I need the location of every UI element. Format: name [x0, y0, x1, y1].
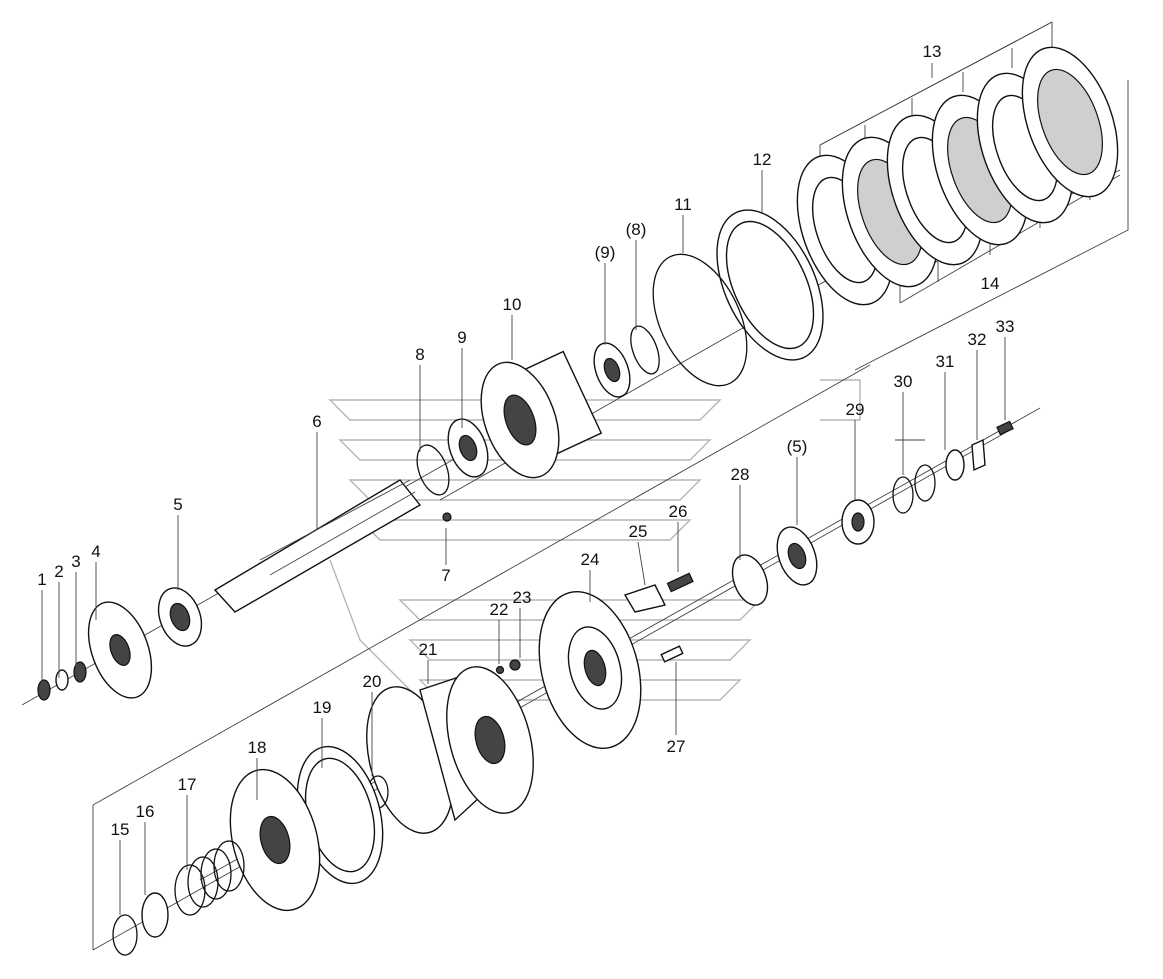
- part-33-bolt: [996, 420, 1014, 436]
- bracket-13: [819, 21, 1053, 160]
- label-13: 13: [923, 42, 942, 61]
- part-27-pin: [660, 645, 684, 663]
- part-32-lock-plate: [971, 438, 986, 472]
- part-15-snap-ring: [112, 914, 138, 956]
- label-8: 8: [415, 345, 424, 364]
- label-7: 7: [441, 566, 450, 585]
- label-18: 18: [248, 738, 267, 757]
- part-2-washer: [55, 669, 69, 691]
- part-9-bearing: [447, 418, 489, 478]
- label-4: 4: [91, 542, 100, 561]
- part-31-washer: [945, 449, 965, 481]
- part-18-piston: [229, 768, 321, 912]
- label-9b: (9): [595, 243, 616, 262]
- part-26-bolt: [666, 572, 694, 593]
- part-21-drum: [366, 666, 534, 834]
- label-15: 15: [111, 820, 130, 839]
- label-20: 20: [363, 672, 382, 691]
- label-25: 25: [629, 522, 648, 541]
- part-24-gear: [538, 591, 642, 749]
- part-17-spring: [174, 840, 245, 916]
- label-26: 26: [669, 502, 688, 521]
- label-21: 21: [419, 640, 438, 659]
- label-12: 12: [753, 150, 772, 169]
- label-33: 33: [996, 317, 1015, 336]
- label-30: 30: [894, 372, 913, 391]
- part-3-nut: [73, 661, 87, 683]
- label-29: 29: [846, 400, 865, 419]
- label-10: 10: [503, 295, 522, 314]
- label-8b: (8): [626, 220, 647, 239]
- label-9: 9: [457, 328, 466, 347]
- label-19: 19: [313, 698, 332, 717]
- label-23: 23: [513, 588, 532, 607]
- part-5-bearing: [157, 587, 203, 647]
- label-27: 27: [667, 737, 686, 756]
- label-11: 11: [674, 195, 692, 214]
- part-10-gear: [480, 350, 603, 479]
- part-8b-ring: [630, 325, 660, 375]
- label-5b: (5): [787, 437, 808, 456]
- part-11-snap-ring: [652, 253, 748, 387]
- part-22-ball: [495, 665, 505, 675]
- label-3: 3: [71, 552, 80, 571]
- part-7-ball: [442, 512, 452, 522]
- label-2: 2: [54, 562, 63, 581]
- part-8-ring: [416, 444, 450, 496]
- label-16: 16: [136, 802, 155, 821]
- leader-lines: [41, 170, 1006, 915]
- label-17: 17: [178, 775, 197, 794]
- label-1: 1: [37, 570, 46, 589]
- label-31: 31: [936, 352, 955, 371]
- part-6-shaft: [213, 479, 422, 613]
- part-28-bearing: [731, 554, 769, 606]
- label-14: 14: [981, 274, 1000, 293]
- part-29-sleeve: [841, 499, 875, 545]
- label-22: 22: [490, 600, 509, 619]
- part-4-flange: [87, 601, 153, 699]
- label-32: 32: [968, 330, 987, 349]
- part-5b-bearing: [776, 526, 818, 586]
- label-28: 28: [731, 465, 750, 484]
- part-1-nut: [37, 679, 51, 701]
- callout-labels: 1 2 3 4 5 6 7 8 9 10 11 (8) (9) 12 13 14…: [37, 42, 1014, 839]
- label-24: 24: [581, 550, 600, 569]
- part-25-plate: [623, 584, 667, 613]
- label-5: 5: [173, 495, 182, 514]
- part-9b-bearing: [593, 342, 631, 398]
- part-23-nut: [509, 659, 521, 671]
- part-30-rings: [892, 464, 936, 514]
- part-16-ring: [141, 892, 169, 938]
- clutch-plates: [796, 46, 1119, 306]
- label-6: 6: [312, 412, 321, 431]
